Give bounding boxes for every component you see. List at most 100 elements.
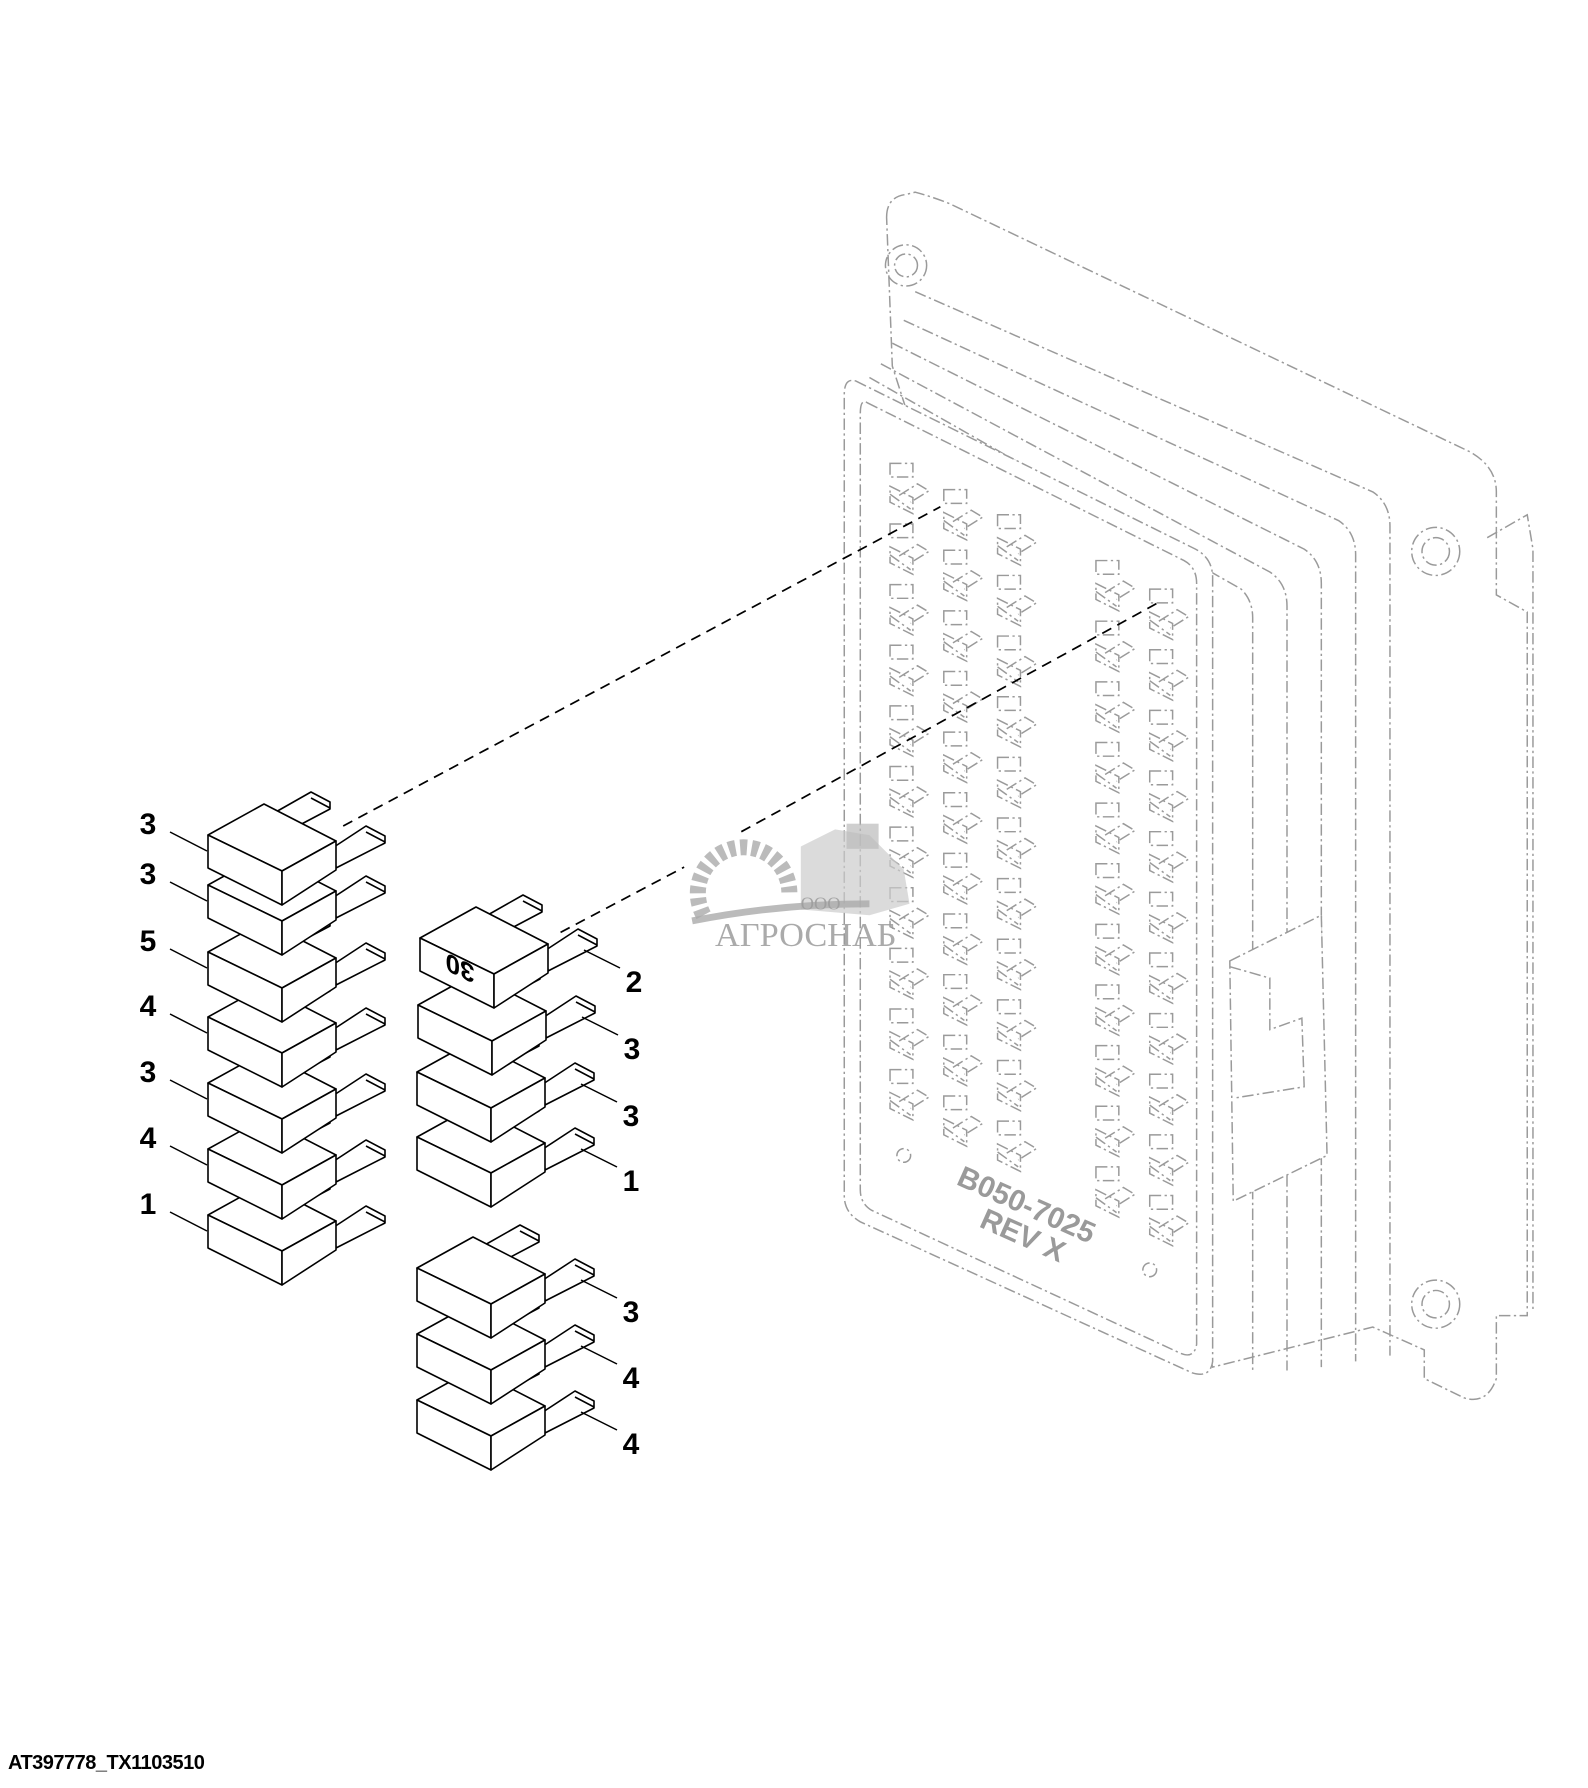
watermark-name: АГРОСНАБ: [715, 916, 896, 954]
leader-line: [583, 949, 621, 969]
mini-fuse: 3: [417, 961, 641, 1076]
assembly-line: [342, 506, 941, 827]
callout-number[interactable]: 1: [623, 1165, 640, 1198]
pin-cavity: [943, 852, 985, 905]
fuse-prong: [333, 1139, 386, 1183]
pin-cavity: [1095, 923, 1137, 976]
pin-cavity: [943, 549, 985, 602]
pin-cavity: [996, 999, 1038, 1052]
pin-cavity: [996, 1120, 1038, 1173]
pin-cavity: [889, 1068, 931, 1122]
pin-cavity: [996, 1059, 1038, 1113]
callout-number[interactable]: 3: [623, 1100, 640, 1133]
pin-cavity: [1148, 891, 1191, 944]
pin-cavity: [1148, 649, 1191, 702]
pin-cavity: [943, 1034, 985, 1087]
pin-cavity: [996, 817, 1038, 870]
leader-line: [580, 1083, 618, 1103]
leader-line: [580, 1148, 618, 1168]
callout-number[interactable]: 3: [140, 858, 157, 891]
connector-inner-frame: [859, 400, 1198, 1356]
callout-number[interactable]: 4: [140, 1122, 157, 1155]
callout-number[interactable]: 1: [140, 1188, 157, 1221]
pin-cavity: [996, 574, 1038, 627]
assembly-line: [740, 602, 1159, 833]
pin-cavity: [943, 973, 985, 1027]
connector-side-rail: [1486, 513, 1534, 1310]
mounting-hole-inner: [1421, 1289, 1451, 1319]
mini-fuse: 1: [416, 1093, 640, 1208]
agrosnab-watermark: ООО АГРОСНАБ: [689, 823, 910, 954]
fuse-block-connector: B050-7025 REV X ООО АГРОСНАБ: [342, 191, 1534, 1401]
connector-front-frame: [843, 379, 1214, 1375]
connector-seal-layers: [869, 291, 1391, 1373]
pin-cavity: [1148, 709, 1191, 762]
pin-cavity: [889, 705, 931, 758]
alignment-dot: [1142, 1262, 1158, 1278]
pin-cavity: [943, 792, 985, 845]
fuse-prong: [542, 1324, 595, 1368]
harvester-icon: [800, 829, 910, 916]
callout-number[interactable]: 2: [626, 966, 643, 999]
pin-cavity: [1148, 1073, 1191, 1126]
pin-cavity-grid: [889, 462, 1191, 1248]
fuse-prong: [542, 1390, 595, 1434]
callout-number[interactable]: 3: [623, 1296, 640, 1329]
pin-cavity: [943, 488, 985, 542]
mounting-hole-icon: [1410, 526, 1461, 577]
pin-cavity: [889, 947, 931, 1000]
connector-back-plate: [885, 191, 1528, 1401]
pin-cavity: [1095, 1105, 1137, 1158]
leader-line: [580, 1279, 618, 1299]
leader-line: [169, 1211, 208, 1232]
callout-number[interactable]: 3: [140, 1056, 157, 1089]
callout-number[interactable]: 4: [623, 1362, 640, 1395]
pin-cavity: [889, 1008, 931, 1061]
leader-line: [169, 831, 208, 852]
pin-cavity: [943, 1095, 985, 1148]
leader-line: [169, 1013, 208, 1034]
fuse-prong: [542, 1062, 595, 1106]
pin-cavity: [996, 877, 1038, 931]
pin-cavity: [889, 765, 931, 819]
leader-line: [169, 1145, 208, 1166]
assembly-line: [560, 866, 685, 934]
figure-id: AT397778_TX1103510: [8, 1752, 205, 1774]
pin-cavity: [1095, 681, 1137, 734]
pin-cavity: [943, 913, 985, 966]
fuse-prong: [333, 1007, 386, 1051]
pin-cavity: [889, 583, 931, 637]
fuse-prong: [542, 1127, 595, 1171]
pin-cavity: [889, 462, 931, 515]
connector-latch: [1229, 914, 1328, 1203]
mini-fuse: 4: [140, 973, 386, 1088]
pin-cavity: [1095, 802, 1137, 855]
pin-cavity: [996, 756, 1038, 809]
fuse-prong: [543, 995, 596, 1039]
alignment-dot: [896, 1147, 912, 1164]
pin-cavity: [889, 644, 931, 697]
pin-cavity: [943, 610, 985, 663]
callout-number[interactable]: 3: [624, 1033, 641, 1066]
leader-line: [580, 1345, 618, 1365]
callout-number[interactable]: 4: [623, 1428, 640, 1461]
fuse-prong: [333, 1205, 386, 1249]
mounting-hole-inner: [893, 253, 919, 278]
pin-cavity: [996, 514, 1038, 567]
pin-cavity: [996, 938, 1038, 991]
pin-cavity: [996, 695, 1038, 749]
pin-cavity: [1148, 588, 1191, 641]
callout-number[interactable]: 5: [140, 925, 157, 958]
leader-line: [169, 881, 208, 902]
mini-fuse: 3: [140, 791, 386, 906]
mini-fuse: 3: [416, 1224, 640, 1339]
leader-line: [169, 948, 208, 969]
pin-cavity: [1148, 1012, 1191, 1066]
callout-number[interactable]: 4: [140, 990, 157, 1023]
fuse-prong: [545, 928, 598, 972]
fuse-prong: [333, 825, 386, 869]
callout-number[interactable]: 3: [140, 808, 157, 841]
